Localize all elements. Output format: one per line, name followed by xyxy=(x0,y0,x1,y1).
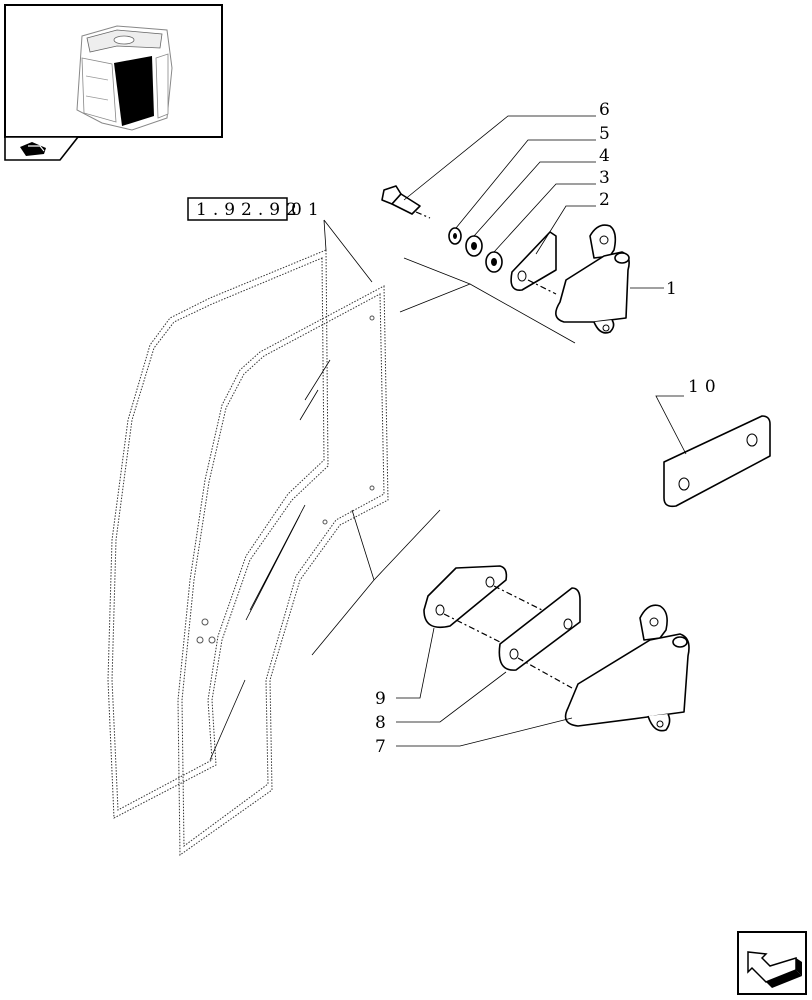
plate-10 xyxy=(663,415,771,508)
hinge-7 xyxy=(564,604,690,732)
callout-6[interactable]: 6 xyxy=(599,100,610,120)
cab-overview-icon[interactable] xyxy=(4,4,223,138)
callout-4[interactable]: 4 xyxy=(599,146,610,166)
bracket-9 xyxy=(423,565,508,629)
callout-9[interactable]: 9 xyxy=(375,689,386,709)
callout-8[interactable]: 8 xyxy=(375,713,386,733)
next-page-arrow-icon[interactable] xyxy=(737,931,807,995)
reference-suffix-text: 01 xyxy=(291,200,325,220)
reference-label-text: 1.92.92 xyxy=(196,200,303,220)
hinge-1 xyxy=(555,224,630,334)
book-icon[interactable] xyxy=(4,136,80,161)
callout-1[interactable]: 1 xyxy=(666,279,677,299)
lower-hinge-hardware xyxy=(423,565,690,732)
reference-label[interactable]: 1.92.92 01 xyxy=(187,197,325,221)
callout-3[interactable]: 3 xyxy=(599,168,610,188)
callout-2[interactable]: 2 xyxy=(599,190,610,210)
door-glass-front xyxy=(177,285,389,856)
door-glass-rear xyxy=(107,249,329,819)
upper-hinge-hardware xyxy=(381,185,630,334)
spacer-plate-8 xyxy=(498,587,581,671)
callout-7[interactable]: 7 xyxy=(375,737,386,757)
callout-10[interactable]: 10 xyxy=(688,377,722,397)
bolt xyxy=(381,185,421,215)
shim-plate-2 xyxy=(510,231,557,291)
callout-5[interactable]: 5 xyxy=(599,124,610,144)
